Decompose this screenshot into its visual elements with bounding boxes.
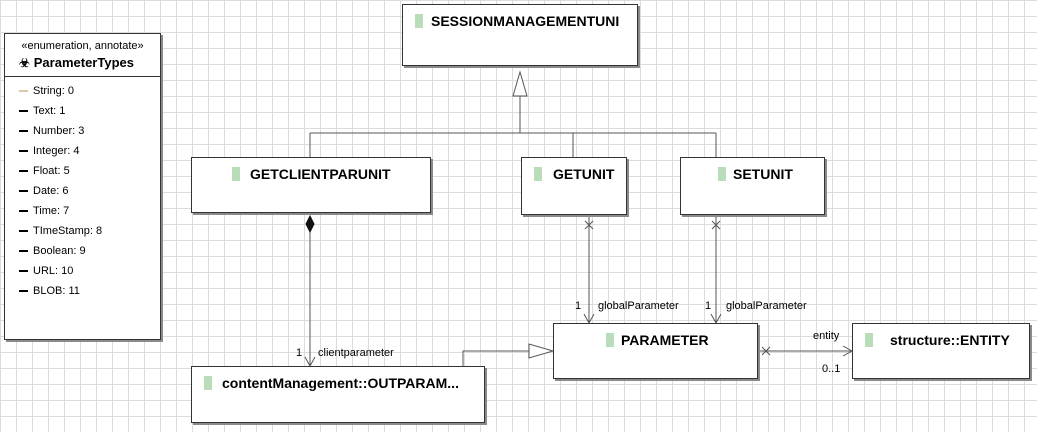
generalization-outparam-parameter bbox=[462, 350, 530, 366]
class-icon bbox=[204, 376, 212, 390]
literal-icon bbox=[19, 150, 28, 153]
class-outparam[interactable]: contentManagement::OUTPARAM... bbox=[191, 366, 485, 423]
enum-literal: Float: 5 bbox=[19, 165, 70, 177]
literal-icon bbox=[19, 270, 28, 273]
enum-literal: TImeStamp: 8 bbox=[19, 225, 102, 237]
class-icon bbox=[606, 333, 614, 347]
enum-literal: String: 0 bbox=[19, 85, 74, 97]
role-getunit: globalParameter bbox=[598, 300, 679, 312]
multiplicity-client: 1 bbox=[296, 347, 303, 359]
role-entity: entity bbox=[813, 330, 840, 342]
enum-literal: BLOB: 11 bbox=[19, 285, 80, 297]
class-parameter[interactable]: PARAMETER bbox=[553, 323, 758, 379]
enum-literal: Number: 3 bbox=[19, 125, 84, 137]
literal-icon bbox=[19, 130, 28, 133]
class-name: SESSIONMANAGEMENTUNI bbox=[431, 13, 620, 29]
enum-literal: Text: 1 bbox=[19, 105, 65, 117]
enumeration-icon: ☣ bbox=[19, 56, 30, 70]
enum-name: ParameterTypes bbox=[33, 55, 134, 70]
multiplicity-getunit: 1 bbox=[575, 300, 582, 312]
class-icon bbox=[865, 333, 873, 347]
literal-icon bbox=[19, 250, 28, 253]
class-sessionmanagementunit[interactable]: SESSIONMANAGEMENTUNI bbox=[402, 4, 638, 66]
role-client: clientparameter bbox=[318, 347, 394, 359]
enum-literal: Integer: 4 bbox=[19, 145, 79, 157]
enum-title: ☣ParameterTypes bbox=[19, 55, 134, 70]
enum-divider bbox=[5, 76, 160, 77]
class-name: GETCLIENTPARUNIT bbox=[250, 166, 391, 182]
generalization-outparam-arrowhead bbox=[528, 343, 555, 359]
class-structure-entity[interactable]: structure::ENTITY bbox=[852, 323, 1030, 379]
class-getclientparunit[interactable]: GETCLIENTPARUNIT bbox=[191, 157, 431, 213]
class-setunit[interactable]: SETUNIT bbox=[680, 157, 825, 215]
literal-icon bbox=[19, 210, 28, 213]
enum-parametertypes[interactable]: «enumeration, annotate» ☣ParameterTypes … bbox=[4, 33, 161, 340]
class-name: PARAMETER bbox=[621, 332, 709, 348]
multiplicity-setunit: 1 bbox=[705, 300, 712, 312]
literal-icon bbox=[19, 110, 28, 113]
enum-literal: Date: 6 bbox=[19, 185, 68, 197]
literal-icon bbox=[19, 190, 28, 193]
class-icon bbox=[232, 167, 240, 181]
literal-icon bbox=[19, 90, 28, 93]
class-name: GETUNIT bbox=[553, 166, 615, 182]
x-mark-getunit bbox=[584, 220, 594, 230]
enum-literal: Time: 7 bbox=[19, 205, 69, 217]
literal-icon bbox=[19, 290, 28, 293]
role-setunit: globalParameter bbox=[726, 300, 807, 312]
x-mark-parameter-entity bbox=[761, 346, 771, 356]
class-getunit[interactable]: GETUNIT bbox=[521, 157, 627, 215]
enum-literal: Boolean: 9 bbox=[19, 245, 86, 257]
enum-literal: URL: 10 bbox=[19, 265, 73, 277]
class-name: SETUNIT bbox=[733, 166, 793, 182]
multiplicity-entity: 0..1 bbox=[822, 363, 841, 375]
enum-stereotype: «enumeration, annotate» bbox=[21, 40, 144, 52]
class-name: contentManagement::OUTPARAM... bbox=[222, 375, 459, 391]
x-mark-setunit bbox=[711, 220, 721, 230]
literal-icon bbox=[19, 170, 28, 173]
generalization-arrowhead bbox=[512, 70, 528, 97]
class-icon bbox=[718, 167, 726, 181]
literal-icon bbox=[19, 230, 28, 233]
class-name: structure::ENTITY bbox=[890, 332, 1010, 348]
class-icon bbox=[415, 14, 423, 28]
class-icon bbox=[534, 167, 542, 181]
composition-diamond bbox=[305, 214, 315, 234]
